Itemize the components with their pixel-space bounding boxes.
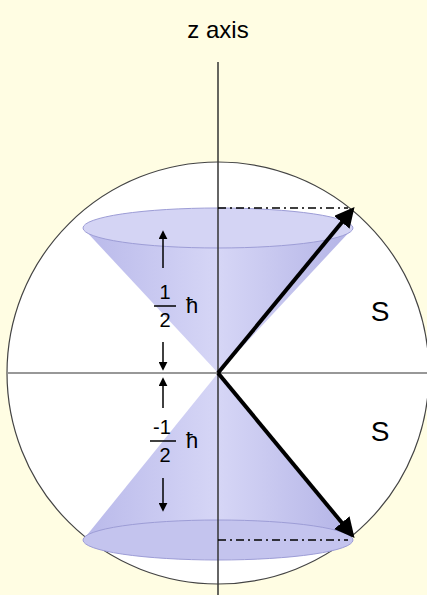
- spin-vector: [218, 210, 352, 373]
- spin-label: S: [371, 418, 390, 446]
- fraction-bar: [154, 305, 176, 307]
- hbar-symbol: ħ: [186, 430, 198, 452]
- fraction-denominator: 2: [159, 445, 170, 465]
- dimension-arrow: [162, 478, 164, 510]
- dimension-arrow: [162, 379, 164, 408]
- projection-dash: [218, 207, 348, 209]
- hbar-symbol: ħ: [186, 295, 198, 317]
- fraction-bar: [150, 440, 176, 442]
- projection-dash: [218, 539, 348, 541]
- fraction-numerator: 1: [159, 282, 170, 302]
- z-axis-line: [217, 62, 219, 595]
- spin-label: S: [371, 298, 390, 326]
- sphere-outline: [7, 162, 427, 584]
- spin-vector: [218, 373, 352, 535]
- axis-title: z axis: [187, 18, 248, 42]
- fraction-denominator: 2: [159, 310, 170, 330]
- fraction-numerator: -1: [153, 417, 171, 437]
- dimension-arrow: [162, 342, 164, 369]
- dimension-arrow: [162, 232, 164, 268]
